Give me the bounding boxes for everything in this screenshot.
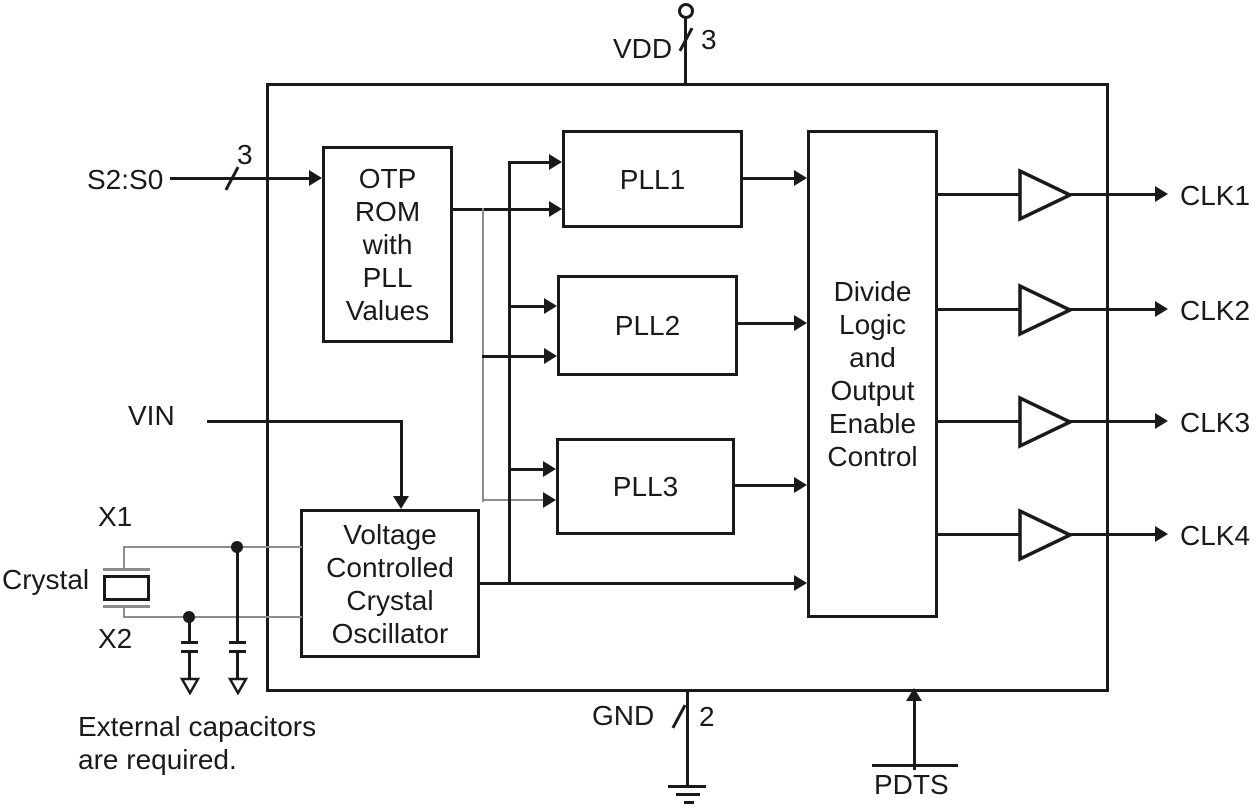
crystal-symbol-icon — [103, 575, 150, 601]
pll3-out-wire — [735, 484, 795, 487]
x2-wire — [124, 616, 302, 618]
x1-wire — [124, 546, 302, 548]
x2-label: X2 — [98, 623, 133, 654]
ground-symbol-icon — [676, 793, 700, 796]
clk4-out-wire — [1070, 533, 1156, 536]
select-bus-width: 3 — [237, 139, 253, 170]
otp-rom-block: OTP ROM with PLL Values — [322, 146, 453, 343]
clk2-out-wire — [1070, 308, 1156, 311]
clk3-buffer-in-wire — [938, 420, 1020, 423]
clk1-out-wire — [1070, 193, 1156, 196]
gnd-wire — [686, 690, 689, 786]
ground-arrow-icon — [228, 677, 248, 695]
capacitor2-lead-top — [236, 547, 239, 643]
vin-wire-h — [207, 420, 403, 423]
buffer-triangle-icon — [1018, 283, 1073, 337]
capacitor1-lead-top — [188, 617, 191, 643]
pll2-clock-wire — [508, 305, 545, 308]
pdts-label: PDTS — [874, 769, 949, 800]
pll1-block: PLL1 — [562, 130, 743, 228]
crystal-stub-top — [123, 546, 125, 571]
arrowhead-right-icon — [309, 170, 322, 186]
arrowhead-right-icon — [543, 492, 556, 508]
crystal-label: Crystal — [2, 564, 90, 595]
vdd-bus-width: 3 — [701, 24, 717, 55]
buffer-triangle-icon — [1018, 508, 1073, 562]
pll2-values-wire — [482, 355, 545, 358]
buffer-triangle-icon — [1018, 168, 1073, 222]
arrowhead-right-icon — [1155, 526, 1168, 542]
pdts-overline — [872, 764, 958, 767]
ground-symbol-icon — [684, 801, 694, 804]
arrowhead-right-icon — [544, 298, 557, 314]
arrowhead-right-icon — [794, 315, 807, 331]
otp-out-wire — [453, 208, 550, 211]
vdd-wire — [684, 19, 687, 84]
clk1-buffer-in-wire — [938, 193, 1020, 196]
arrowhead-right-icon — [1155, 413, 1168, 429]
pll1-out-wire — [743, 177, 795, 180]
ground-arrow-icon — [180, 677, 200, 695]
clk1-label: CLK1 — [1180, 180, 1251, 211]
select-wire — [170, 177, 310, 180]
select-input-label: S2:S0 — [87, 164, 164, 195]
pll3-values-wire — [482, 499, 544, 501]
vdd-terminal-icon — [678, 3, 694, 19]
crystal-plate-bottom — [103, 605, 150, 608]
pdts-wire — [913, 701, 916, 770]
arrowhead-right-icon — [794, 575, 807, 591]
arrowhead-right-icon — [544, 348, 557, 364]
clk3-label: CLK3 — [1180, 407, 1251, 438]
clk4-label: CLK4 — [1180, 520, 1251, 551]
pll2-out-wire — [738, 322, 795, 325]
buffer-triangle-icon — [1018, 395, 1073, 449]
crystal-plate-top — [103, 568, 150, 571]
vdd-label: VDD — [613, 33, 673, 64]
arrowhead-right-icon — [1155, 186, 1168, 202]
vin-label: VIN — [128, 400, 175, 431]
capacitor2-lead-bottom — [236, 653, 239, 679]
capacitor1-lead-bottom — [188, 653, 191, 679]
clk3-out-wire — [1070, 420, 1156, 423]
gnd-label: GND — [592, 700, 655, 731]
capacitor1-plate — [181, 641, 198, 644]
arrowhead-down-icon — [393, 496, 409, 509]
gnd-bus-slash-icon — [671, 704, 687, 729]
arrowhead-right-icon — [549, 154, 562, 170]
arrowhead-right-icon — [543, 461, 556, 477]
ground-symbol-icon — [668, 785, 706, 788]
arrowhead-up-icon — [906, 688, 922, 701]
clk4-buffer-in-wire — [938, 533, 1020, 536]
crystal-stub-bottom — [123, 605, 125, 618]
pll2-block: PLL2 — [557, 275, 738, 376]
vcxo-clock-bus-vertical — [508, 162, 511, 585]
arrowhead-right-icon — [794, 477, 807, 493]
capacitor1-plate — [181, 650, 198, 653]
vcxo-block: Voltage Controlled Crystal Oscillator — [300, 509, 480, 658]
arrowhead-right-icon — [794, 170, 807, 186]
pll1-clock-wire — [508, 161, 550, 164]
arrowhead-right-icon — [549, 201, 562, 217]
capacitor2-plate — [229, 641, 246, 644]
clk2-buffer-in-wire — [938, 308, 1020, 311]
clk2-label: CLK2 — [1180, 295, 1251, 326]
capacitor2-plate — [229, 650, 246, 653]
vin-wire-v — [400, 420, 403, 498]
x1-label: X1 — [98, 501, 133, 532]
gnd-bus-width: 2 — [699, 701, 715, 732]
arrowhead-right-icon — [1155, 301, 1168, 317]
vcxo-out-wire — [480, 582, 795, 585]
divide-logic-block: Divide Logic and Output Enable Control — [807, 130, 938, 618]
pll3-block: PLL3 — [556, 438, 735, 535]
external-capacitors-note: External capacitors are required. — [78, 711, 317, 775]
pll3-clock-wire — [508, 468, 544, 471]
